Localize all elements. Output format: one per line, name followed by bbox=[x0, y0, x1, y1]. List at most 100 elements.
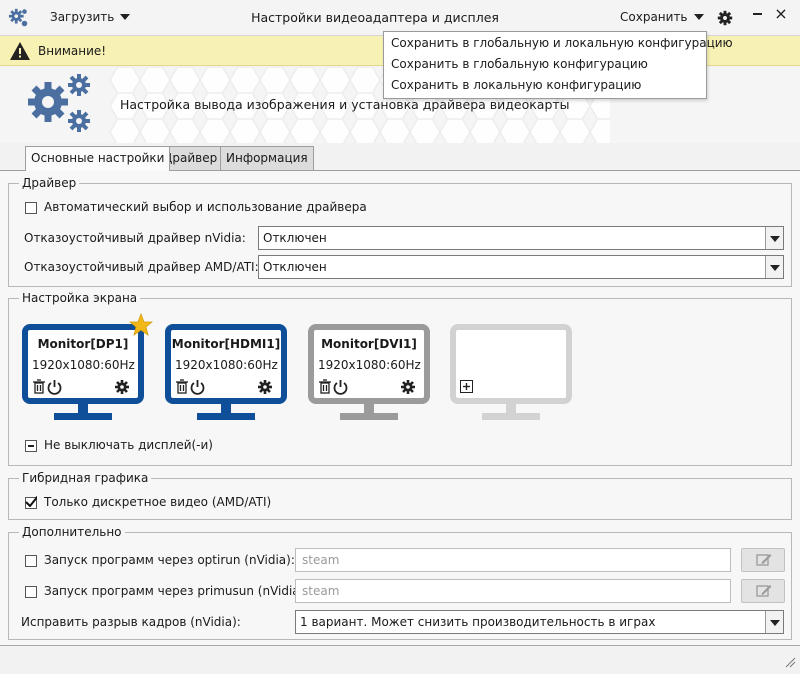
amd-driver-label: Отказоустойчивый драйвер AMD/ATI: bbox=[24, 260, 259, 274]
monitor-stand bbox=[506, 404, 516, 414]
primusun-placeholder: steam bbox=[302, 584, 340, 598]
driver-legend: Драйвер bbox=[19, 176, 80, 190]
save-menu-button[interactable]: Сохранить bbox=[620, 10, 704, 24]
extra-group: Дополнительно Запуск программ через opti… bbox=[8, 525, 792, 640]
monitor-card-empty[interactable] bbox=[450, 322, 572, 422]
tearing-value: 1 вариант. Может снизить производительно… bbox=[300, 615, 656, 629]
monitor-name: Monitor[DP1] bbox=[37, 337, 129, 351]
monitor-stand bbox=[221, 404, 231, 414]
optirun-label: Запуск программ через optirun (nVidia): bbox=[44, 553, 295, 567]
monitor-resolution: 1920x1080:60Hz bbox=[175, 358, 278, 372]
monitor-screen: Monitor[HDMI1] 1920x1080:60Hz bbox=[165, 324, 287, 404]
optirun-input[interactable]: steam bbox=[295, 548, 731, 572]
save-dropdown-menu: Сохранить в глобальную и локальную конфи… bbox=[383, 31, 733, 99]
monitor-actions bbox=[33, 379, 129, 395]
power-icon bbox=[190, 380, 205, 395]
chevron-down-icon bbox=[765, 227, 783, 249]
hybrid-group: Гибридная графика Только дискретное виде… bbox=[8, 471, 792, 520]
monitor-resolution: 1920x1080:60Hz bbox=[32, 358, 135, 372]
monitor-screen: Monitor[DP1] 1920x1080:60Hz bbox=[22, 324, 144, 404]
tearing-label: Исправить разрыв кадров (nVidia): bbox=[21, 615, 241, 629]
menu-item-save-global-local[interactable]: Сохранить в глобальную и локальную конфи… bbox=[391, 36, 733, 50]
monitor-actions bbox=[319, 379, 415, 395]
resize-grip-icon[interactable] bbox=[784, 656, 796, 668]
nvidia-driver-select[interactable]: Отключен bbox=[258, 226, 784, 250]
gear-icon bbox=[115, 380, 129, 394]
chevron-down-icon bbox=[693, 14, 704, 20]
banner-title: Настройка вывода изображения и установка… bbox=[120, 97, 570, 112]
gears-icon bbox=[28, 74, 90, 132]
monitor-screen bbox=[450, 324, 572, 404]
primusun-input[interactable]: steam bbox=[295, 579, 731, 603]
amd-driver-select[interactable]: Отключен bbox=[258, 255, 784, 279]
checkmark-icon bbox=[25, 495, 37, 507]
title-bar: Загрузить Настройки видеоадаптера и дисп… bbox=[0, 0, 800, 36]
monitor-resolution: 1920x1080:60Hz bbox=[318, 358, 421, 372]
screen-legend: Настройка экрана bbox=[19, 291, 141, 305]
amd-driver-value: Отключен bbox=[263, 260, 327, 274]
monitor-name: Monitor[HDMI1] bbox=[171, 337, 281, 351]
monitor-base bbox=[482, 413, 540, 420]
tab-info[interactable]: Информация bbox=[220, 146, 314, 170]
minimize-button[interactable] bbox=[752, 6, 764, 20]
settings-panel: Драйвер Автоматический выбор и использов… bbox=[0, 170, 800, 646]
extra-legend: Дополнительно bbox=[19, 525, 125, 539]
monitor-stand bbox=[78, 404, 88, 414]
trash-icon bbox=[319, 379, 331, 394]
discrete-video-label: Только дискретное видео (AMD/ATI) bbox=[44, 495, 272, 509]
gear-icon bbox=[401, 380, 415, 394]
tearing-select[interactable]: 1 вариант. Может снизить производительно… bbox=[295, 610, 784, 634]
menu-item-save-local[interactable]: Сохранить в локальную конфигурацию bbox=[391, 78, 642, 92]
hybrid-legend: Гибридная графика bbox=[19, 471, 152, 485]
optirun-checkbox[interactable] bbox=[25, 555, 37, 567]
close-button[interactable]: × bbox=[774, 4, 788, 23]
save-label: Сохранить bbox=[620, 10, 688, 24]
primusun-edit-button[interactable] bbox=[741, 579, 785, 603]
primary-star-icon bbox=[129, 313, 153, 336]
auto-driver-checkbox[interactable] bbox=[25, 202, 37, 214]
auto-driver-label: Автоматический выбор и использование дра… bbox=[44, 200, 367, 214]
warning-icon bbox=[10, 42, 30, 60]
monitor-base bbox=[340, 413, 398, 420]
gear-icon bbox=[258, 380, 272, 394]
warning-text: Внимание! bbox=[38, 44, 107, 58]
optirun-placeholder: steam bbox=[302, 553, 340, 567]
monitor-card-hdmi1[interactable]: Monitor[HDMI1] 1920x1080:60Hz bbox=[165, 322, 287, 422]
primusun-label: Запуск программ через primusun (nVidia): bbox=[44, 584, 309, 598]
minimize-icon bbox=[753, 13, 762, 15]
load-menu-button[interactable]: Загрузить bbox=[50, 10, 131, 24]
window-title: Настройки видеоадаптера и дисплея bbox=[251, 10, 499, 25]
trash-icon bbox=[33, 379, 45, 394]
trash-icon bbox=[176, 379, 188, 394]
primusun-checkbox[interactable] bbox=[25, 586, 37, 598]
power-icon bbox=[333, 380, 348, 395]
keep-displays-on-label: Не выключать дисплей(-и) bbox=[44, 438, 213, 452]
nvidia-driver-value: Отключен bbox=[263, 231, 327, 245]
edit-icon bbox=[756, 554, 772, 566]
monitor-base bbox=[54, 413, 112, 420]
monitor-card-dvi1[interactable]: Monitor[DVI1] 1920x1080:60Hz bbox=[308, 322, 430, 422]
monitor-stand bbox=[364, 404, 374, 414]
chevron-down-icon bbox=[120, 14, 131, 20]
add-monitor-icon[interactable] bbox=[460, 380, 474, 394]
monitor-screen: Monitor[DVI1] 1920x1080:60Hz bbox=[308, 324, 430, 404]
monitor-card-dp1[interactable]: Monitor[DP1] 1920x1080:60Hz bbox=[22, 313, 153, 422]
menu-item-save-global[interactable]: Сохранить в глобальную конфигурацию bbox=[391, 57, 648, 71]
discrete-video-checkbox[interactable] bbox=[25, 495, 37, 509]
load-label: Загрузить bbox=[50, 10, 115, 24]
edit-icon bbox=[756, 585, 772, 597]
chevron-down-icon bbox=[765, 611, 783, 633]
power-icon bbox=[47, 380, 62, 395]
screen-group: Настройка экрана Не выключать дисплей(-и… bbox=[8, 291, 792, 466]
gears-app-icon bbox=[8, 8, 28, 27]
monitor-actions bbox=[176, 379, 272, 395]
nvidia-driver-label: Отказоустойчивый драйвер nVidia: bbox=[24, 231, 246, 245]
keep-displays-on-checkbox[interactable] bbox=[25, 440, 37, 452]
optirun-edit-button[interactable] bbox=[741, 548, 785, 572]
tab-main-settings[interactable]: Основные настройки bbox=[25, 146, 171, 171]
gear-icon[interactable] bbox=[716, 9, 734, 27]
monitor-base bbox=[197, 413, 255, 420]
monitor-name: Monitor[DVI1] bbox=[321, 337, 417, 351]
driver-group: Драйвер Автоматический выбор и использов… bbox=[8, 176, 792, 287]
chevron-down-icon bbox=[765, 256, 783, 278]
